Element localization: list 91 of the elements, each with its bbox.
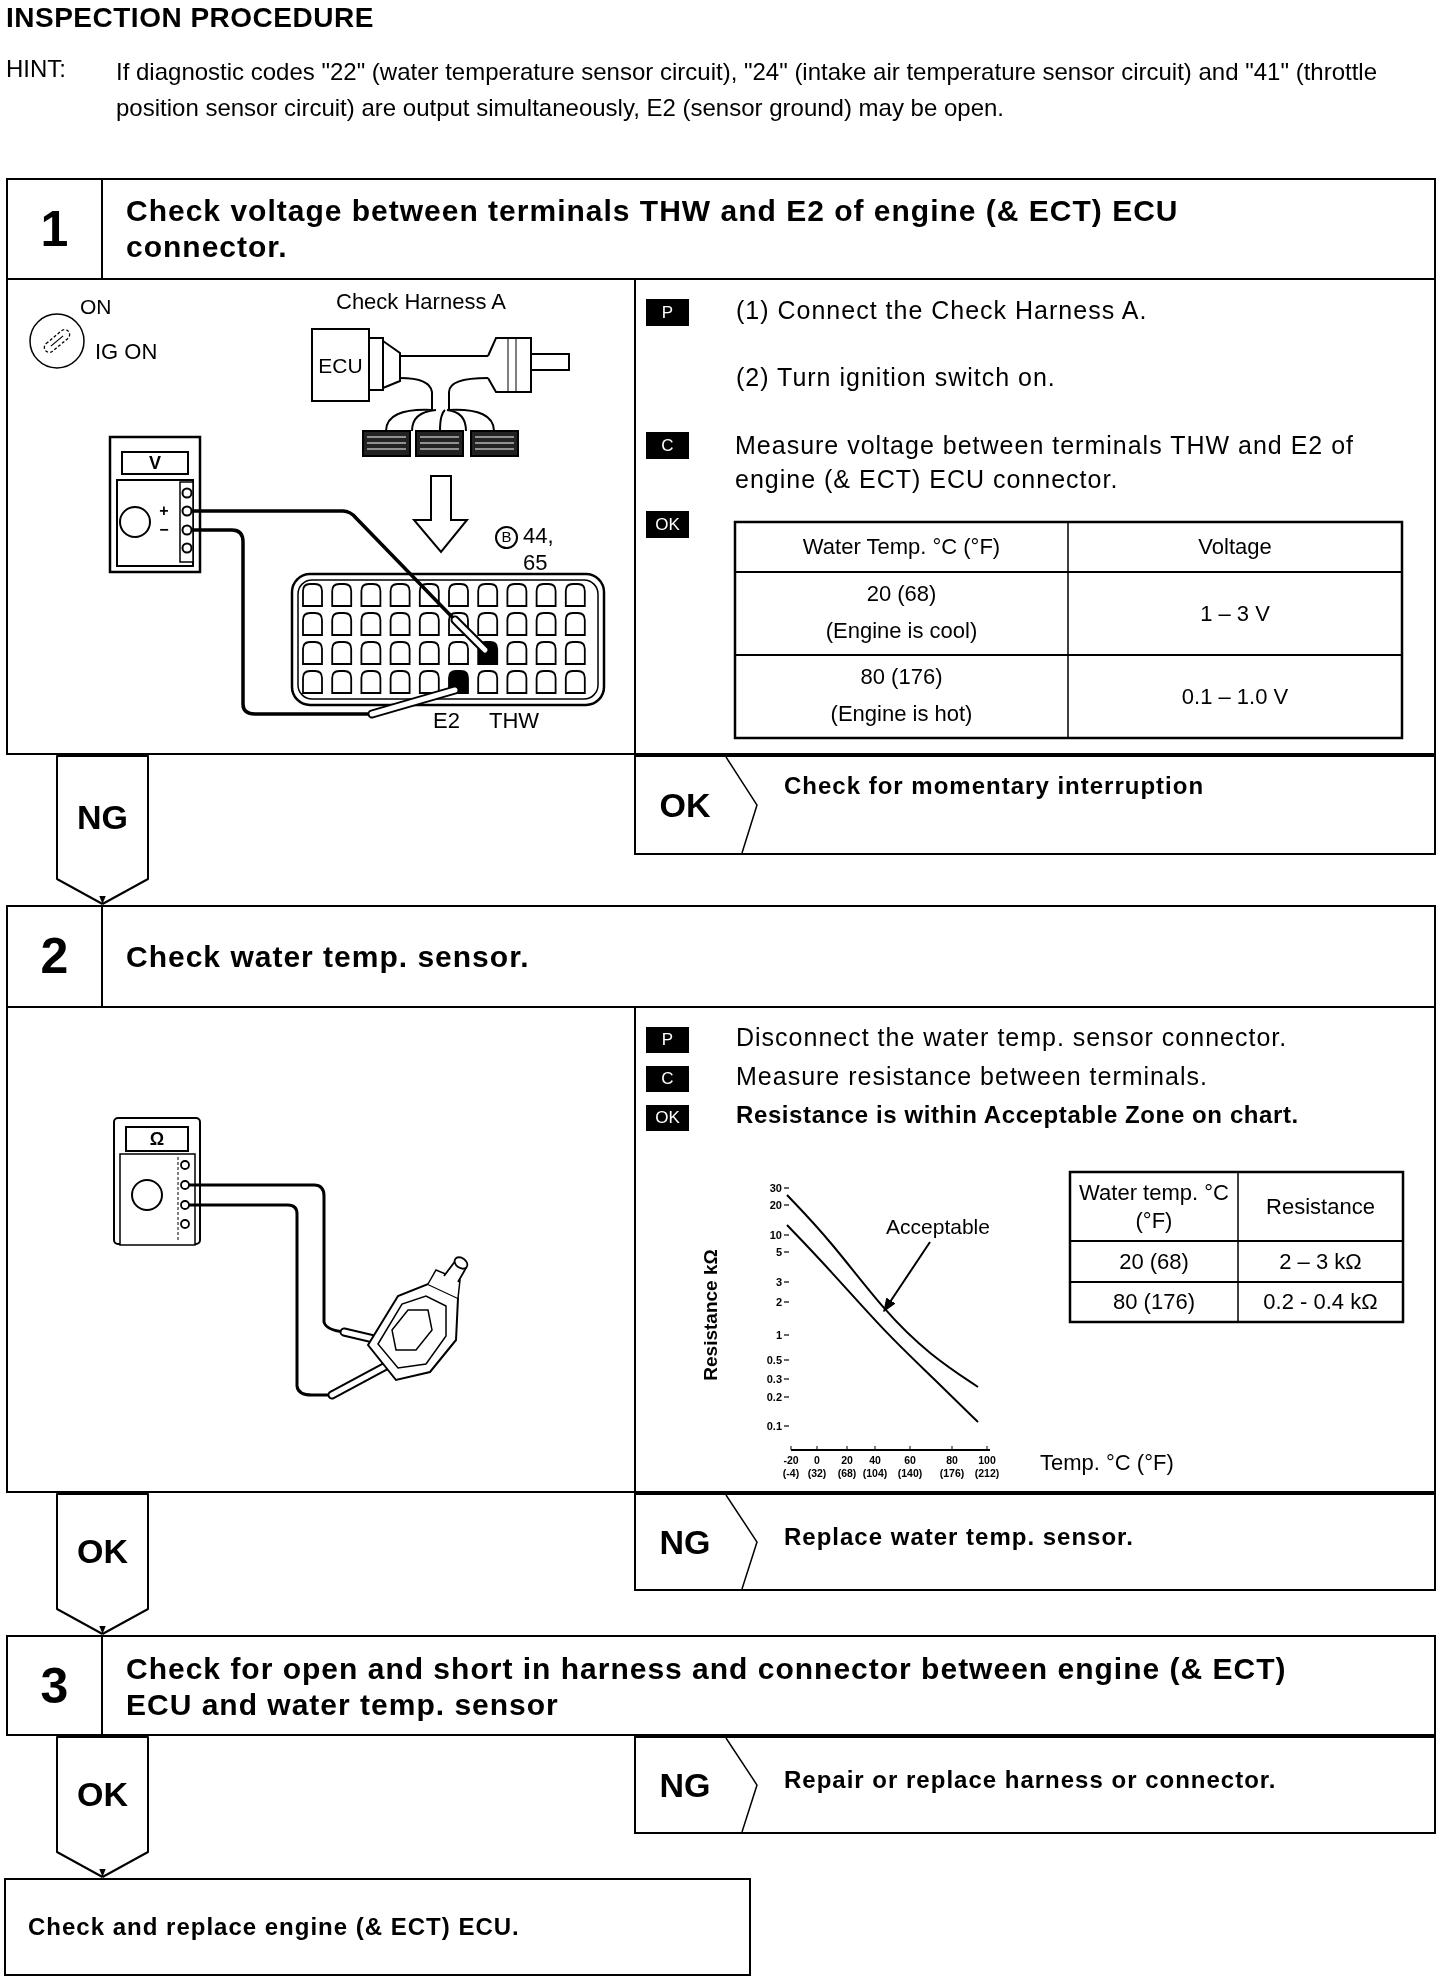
action-box: [4, 1878, 751, 1976]
instruction-badge: OK: [646, 1105, 689, 1131]
table-cell-text: (Engine is cool): [824, 617, 979, 646]
table-cell-text: 0.2 - 0.4 kΩ: [1262, 1288, 1379, 1317]
table-cell-text: 20 (68): [865, 580, 938, 609]
tick-label: 0: [813, 1454, 821, 1467]
tick-label: 3: [774, 1275, 782, 1289]
result-text: Repair or replace harness or connector.: [784, 1765, 1278, 1795]
branch-arrow: [56, 755, 149, 905]
terminal-label: THW: [489, 707, 541, 735]
polarity-sign: −: [158, 521, 170, 538]
axis-title: Temp. °C (°F): [1040, 1449, 1175, 1477]
polarity-sign: +: [158, 502, 170, 519]
step-heading: Check for open and short in harness and connector between engine (& ECT) ECU and water temp. sensor: [126, 1650, 1288, 1723]
instruction-text: Measure voltage between terminals THW and E2 of engine (& ECT) ECU connector.: [735, 430, 1356, 495]
instruction-badge: P: [646, 1027, 689, 1053]
step-heading: Check water temp. sensor.: [126, 938, 531, 975]
instruction-text: (1) Connect the Check Harness A.: [736, 295, 1149, 326]
table-cell-text: Water temp. °C (°F): [1078, 1179, 1230, 1235]
annotation-text: Acceptable: [871, 1212, 1005, 1242]
meter-mode-label: V: [148, 452, 162, 474]
leader-line: [883, 1241, 931, 1313]
branch-label: OK: [658, 784, 712, 826]
table-cell-text: 20 (68): [1118, 1247, 1190, 1276]
tick-label: (212): [973, 1467, 1001, 1480]
switch-position-label: IG ON: [95, 338, 159, 366]
tick-label: -20: [782, 1454, 800, 1467]
table-cell-text: 0.1 – 1.0 V: [1180, 682, 1290, 711]
part-label: ECU: [317, 352, 364, 379]
branch-label: NG: [658, 1521, 712, 1563]
branch-arrow: [56, 1736, 149, 1878]
branch-arrow: [56, 1493, 149, 1635]
tick-label: 100: [977, 1454, 997, 1467]
table-cell-text: 80 (176): [1112, 1288, 1196, 1317]
tick-label: 20: [768, 1198, 782, 1212]
tick-label: 20: [840, 1454, 854, 1467]
tick-label: (68): [836, 1467, 858, 1480]
circled-letter: B: [495, 526, 518, 549]
tick-label: 2: [774, 1295, 782, 1309]
meter-mode-label: Ω: [148, 1127, 166, 1151]
result-box: [634, 1493, 1436, 1591]
result-box: [634, 755, 1436, 855]
instruction-text: Measure resistance between terminals.: [736, 1061, 1209, 1092]
tick-label: 5: [774, 1245, 782, 1259]
page-title: INSPECTION PROCEDURE: [6, 1, 374, 35]
step-heading: Check voltage between terminals THW and E2 of engine (& ECT) ECU connector.: [126, 193, 1180, 265]
step-number: 2: [39, 927, 70, 987]
tick-label: 40: [868, 1454, 882, 1467]
tick-label: (140): [896, 1467, 924, 1480]
tick-label: 1: [774, 1328, 782, 1342]
instruction-badge: OK: [646, 511, 689, 538]
table-cell-text: Water Temp. °C (°F): [801, 533, 1002, 562]
hint-label: HINT:: [6, 54, 67, 84]
part-label: Check Harness A: [336, 288, 507, 316]
table-cell-text: Resistance: [1265, 1192, 1376, 1221]
step-number: 1: [39, 199, 70, 259]
tick-label: 10: [768, 1228, 782, 1242]
branch-label: NG: [658, 1764, 712, 1806]
terminal-label: E2: [433, 707, 461, 735]
instruction-text: Disconnect the water temp. sensor connector.: [736, 1022, 1289, 1053]
table-cell-text: 2 – 3 kΩ: [1278, 1247, 1363, 1276]
table-cell-text: 1 – 3 V: [1199, 599, 1271, 628]
table-cell-text: 80 (176): [859, 663, 944, 692]
tick-label: 0.3: [765, 1372, 782, 1386]
axis-title: Resistance kΩ: [699, 1248, 722, 1383]
instruction-badge: C: [646, 432, 689, 459]
pin-numbers: 44, 65: [523, 522, 555, 577]
instruction-text: (2) Turn ignition switch on.: [736, 362, 1057, 393]
instruction-badge: P: [646, 299, 689, 326]
result-box: [634, 1736, 1436, 1834]
tick-label: (104): [861, 1467, 889, 1480]
instruction-badge: C: [646, 1066, 689, 1092]
action-text: Check and replace engine (& ECT) ECU.: [28, 1911, 521, 1942]
tick-label: (32): [806, 1467, 828, 1480]
tick-label: 0.1: [765, 1419, 782, 1433]
table-cell-text: (Engine is hot): [829, 700, 974, 729]
step-number: 3: [39, 1657, 70, 1717]
tick-label: 60: [903, 1454, 917, 1467]
tick-label: 30: [768, 1181, 782, 1195]
tick-label: 80: [945, 1454, 959, 1467]
step-box: [6, 1635, 1436, 1736]
hint-text: If diagnostic codes "22" (water temperature sensor circuit), "24" (intake air temperature sensor circuit) and "41" (throttle position sensor circuit) are output simultaneously, E2 (sensor ground) may be open.: [116, 57, 1378, 123]
table-cell-text: Voltage: [1197, 533, 1273, 562]
result-text: Check for momentary interruption: [784, 771, 1206, 801]
result-text: Replace water temp. sensor.: [784, 1522, 1135, 1552]
tick-label: (-4): [781, 1467, 801, 1480]
switch-position-label: ON: [80, 294, 113, 320]
tick-label: 0.2: [765, 1390, 782, 1404]
tick-label: 0.5: [765, 1353, 782, 1367]
tick-label: (176): [938, 1467, 966, 1480]
instruction-text: Resistance is within Acceptable Zone on chart.: [736, 1100, 1300, 1130]
